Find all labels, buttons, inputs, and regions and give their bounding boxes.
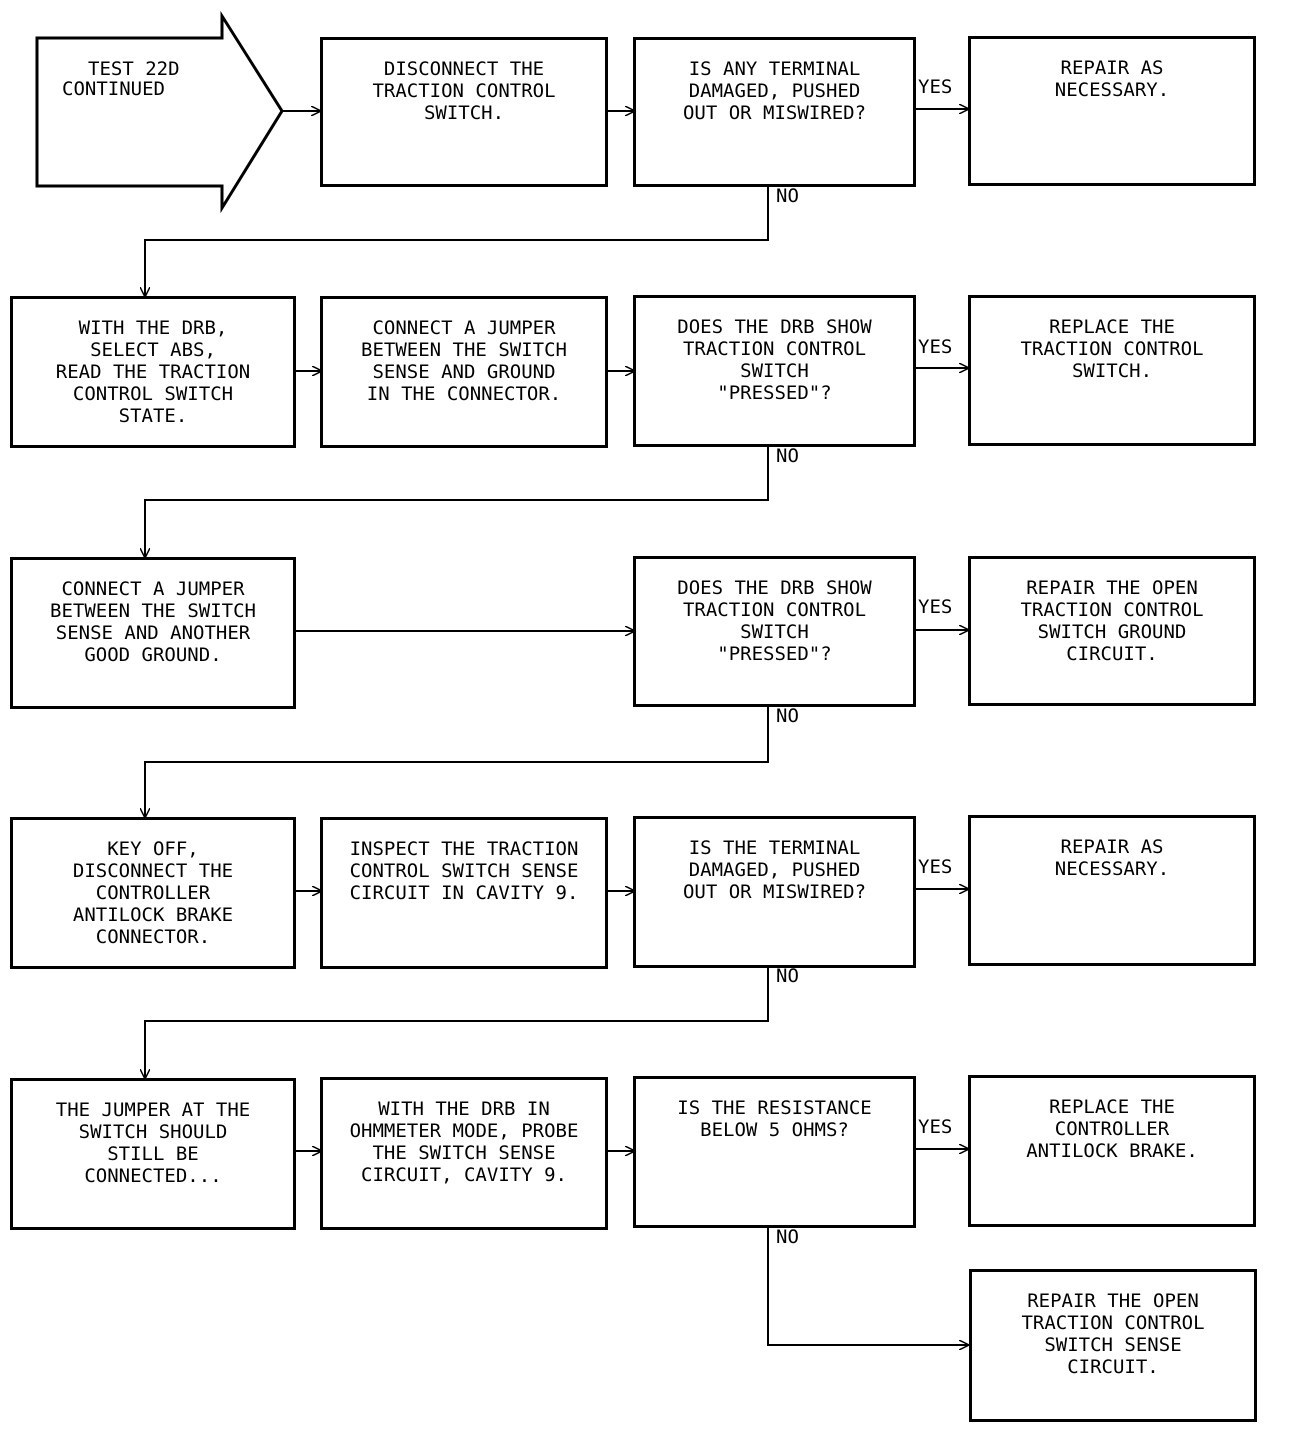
decision-terminal-damaged-2: IS THE TERMINAL DAMAGED, PUSHED OUT OR M… bbox=[633, 816, 916, 968]
decision-drb-pressed-2: DOES THE DRB SHOW TRACTION CONTROL SWITC… bbox=[633, 556, 916, 707]
arrow-r4b2-to-r5b0 bbox=[145, 967, 769, 1078]
decision-resistance-below-5: IS THE RESISTANCE BELOW 5 OHMS? bbox=[633, 1076, 916, 1228]
step-text: WITH THE DRB IN OHMMETER MODE, PROBE THE… bbox=[349, 1098, 579, 1186]
yes-label-4: YES bbox=[918, 856, 953, 878]
decision-text: IS THE RESISTANCE BELOW 5 OHMS? bbox=[677, 1097, 872, 1141]
decision-text: DOES THE DRB SHOW TRACTION CONTROL SWITC… bbox=[677, 316, 872, 404]
no-label-4: NO bbox=[776, 965, 799, 987]
result-text: REPAIR THE OPEN TRACTION CONTROL SWITCH … bbox=[1020, 577, 1204, 665]
arrow-r2b2-to-r3b0 bbox=[145, 446, 769, 557]
decision-text: DOES THE DRB SHOW TRACTION CONTROL SWITC… bbox=[677, 577, 872, 665]
result-replace-switch: REPLACE THE TRACTION CONTROL SWITCH. bbox=[968, 295, 1256, 446]
step-ohmmeter-probe: WITH THE DRB IN OHMMETER MODE, PROBE THE… bbox=[320, 1077, 608, 1230]
result-replace-controller: REPLACE THE CONTROLLER ANTILOCK BRAKE. bbox=[968, 1075, 1256, 1227]
result-text: REPLACE THE TRACTION CONTROL SWITCH. bbox=[1020, 316, 1204, 382]
arrow-r3b2-to-r4b0 bbox=[145, 706, 769, 817]
step-inspect-cavity-9: INSPECT THE TRACTION CONTROL SWITCH SENS… bbox=[320, 817, 608, 969]
start-test-label: TEST 22D bbox=[88, 58, 180, 80]
result-text: REPAIR AS NECESSARY. bbox=[1054, 836, 1170, 880]
start-continued-label: CONTINUED bbox=[62, 78, 165, 100]
result-repair-necessary-1: REPAIR AS NECESSARY. bbox=[968, 36, 1256, 186]
step-text: THE JUMPER AT THE SWITCH SHOULD STILL BE… bbox=[55, 1099, 251, 1187]
start-arrow-shape bbox=[35, 10, 284, 214]
no-label-3: NO bbox=[776, 705, 799, 727]
step-text: INSPECT THE TRACTION CONTROL SWITCH SENS… bbox=[349, 838, 579, 904]
decision-terminal-damaged-1: IS ANY TERMINAL DAMAGED, PUSHED OUT OR M… bbox=[633, 37, 916, 187]
yes-label-1: YES bbox=[918, 76, 953, 98]
step-text: WITH THE DRB, SELECT ABS, READ THE TRACT… bbox=[55, 317, 251, 427]
result-repair-sense-circuit: REPAIR THE OPEN TRACTION CONTROL SWITCH … bbox=[969, 1269, 1257, 1422]
step-key-off-disconnect: KEY OFF, DISCONNECT THE CONTROLLER ANTIL… bbox=[10, 817, 296, 969]
result-repair-necessary-2: REPAIR AS NECESSARY. bbox=[968, 815, 1256, 966]
result-repair-ground-circuit: REPAIR THE OPEN TRACTION CONTROL SWITCH … bbox=[968, 556, 1256, 706]
step-connect-jumper-connector: CONNECT A JUMPER BETWEEN THE SWITCH SENS… bbox=[320, 296, 608, 448]
result-text: REPLACE THE CONTROLLER ANTILOCK BRAKE. bbox=[1026, 1096, 1198, 1162]
decision-drb-pressed-1: DOES THE DRB SHOW TRACTION CONTROL SWITC… bbox=[633, 295, 916, 447]
step-jumper-good-ground: CONNECT A JUMPER BETWEEN THE SWITCH SENS… bbox=[10, 557, 296, 709]
decision-text: IS ANY TERMINAL DAMAGED, PUSHED OUT OR M… bbox=[682, 58, 867, 124]
step-disconnect-switch: DISCONNECT THE TRACTION CONTROL SWITCH. bbox=[320, 37, 608, 187]
result-text: REPAIR THE OPEN TRACTION CONTROL SWITCH … bbox=[1021, 1290, 1205, 1378]
step-text: CONNECT A JUMPER BETWEEN THE SWITCH SENS… bbox=[361, 317, 567, 405]
result-text: REPAIR AS NECESSARY. bbox=[1054, 57, 1170, 101]
step-jumper-still-connected: THE JUMPER AT THE SWITCH SHOULD STILL BE… bbox=[10, 1078, 296, 1230]
step-text: KEY OFF, DISCONNECT THE CONTROLLER ANTIL… bbox=[72, 838, 234, 948]
yes-label-3: YES bbox=[918, 596, 953, 618]
no-label-1: NO bbox=[776, 185, 799, 207]
yes-label-5: YES bbox=[918, 1116, 953, 1138]
no-label-2: NO bbox=[776, 445, 799, 467]
yes-label-2: YES bbox=[918, 336, 953, 358]
step-text: DISCONNECT THE TRACTION CONTROL SWITCH. bbox=[372, 58, 556, 124]
step-text: CONNECT A JUMPER BETWEEN THE SWITCH SENS… bbox=[50, 578, 256, 666]
decision-text: IS THE TERMINAL DAMAGED, PUSHED OUT OR M… bbox=[682, 837, 867, 903]
arrow-r5b2-to-r6b3 bbox=[767, 1227, 968, 1345]
step-read-switch-state: WITH THE DRB, SELECT ABS, READ THE TRACT… bbox=[10, 296, 296, 448]
arrow-r1b2-to-r2b0 bbox=[145, 186, 769, 296]
no-label-5: NO bbox=[776, 1226, 799, 1248]
